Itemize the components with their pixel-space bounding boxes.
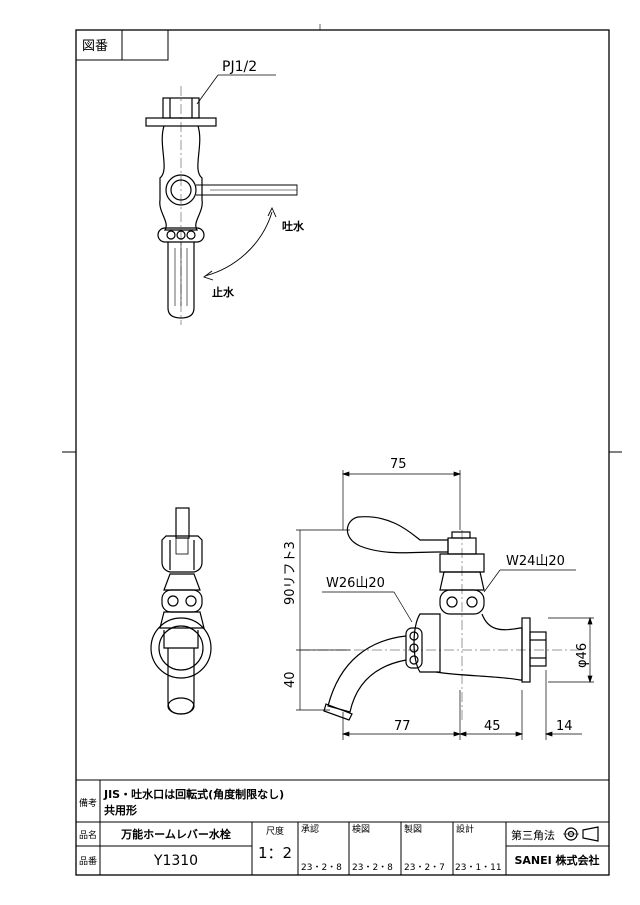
remarks-line1: JIS・吐水口は回転式(角度制限なし) — [103, 787, 284, 801]
remarks-label: 備考 — [79, 797, 97, 809]
name-value: 万能ホームレバー水栓 — [120, 827, 231, 841]
drawing-number-box: 図番 — [75, 29, 169, 61]
drawing-number-label: 図番 — [82, 39, 108, 54]
open-callout: 吐水 — [282, 219, 305, 233]
remarks-line2: 共用形 — [104, 803, 137, 817]
front-view — [150, 507, 212, 715]
approved-label: 承認 — [301, 823, 319, 835]
drawing-border — [75, 29, 610, 876]
third-angle-projection-icon — [563, 826, 599, 842]
top-view — [145, 86, 298, 325]
company-name: SANEI 株式会社 — [514, 853, 599, 867]
checked-date: 23・2・8 — [352, 863, 393, 873]
title-block — [76, 779, 609, 875]
drawn-label: 製図 — [404, 823, 422, 835]
dim-90-lift: 90リフト3 — [283, 541, 298, 605]
designed-date: 23・1・11 — [455, 863, 502, 873]
code-value: Y1310 — [153, 853, 198, 869]
dim-d46: φ46 — [575, 643, 590, 668]
approved-date: 23・2・8 — [301, 863, 342, 873]
drawn-date: 23・2・7 — [404, 863, 445, 873]
scale-label: 尺度 — [266, 825, 284, 837]
side-view — [300, 516, 580, 721]
dim-75: 75 — [390, 457, 407, 472]
dim-45: 45 — [484, 719, 501, 734]
code-label: 品番 — [79, 855, 97, 867]
checked-label: 検図 — [352, 823, 370, 835]
thread-leader — [196, 74, 219, 105]
dim-40: 40 — [283, 671, 298, 688]
dim-14: 14 — [556, 719, 573, 734]
w24-callout: W24山20 — [506, 554, 565, 569]
dim-77: 77 — [394, 719, 411, 734]
scale-value: 1：2 — [258, 844, 292, 862]
w26-callout: W26山20 — [326, 576, 385, 591]
designed-label: 設計 — [456, 823, 474, 835]
name-label: 品名 — [79, 829, 97, 841]
projection-label: 第三角法 — [511, 828, 555, 842]
close-callout: 止水 — [212, 285, 235, 299]
dimension-lines — [296, 470, 594, 740]
thread-callout: PJ1/2 — [222, 59, 257, 75]
